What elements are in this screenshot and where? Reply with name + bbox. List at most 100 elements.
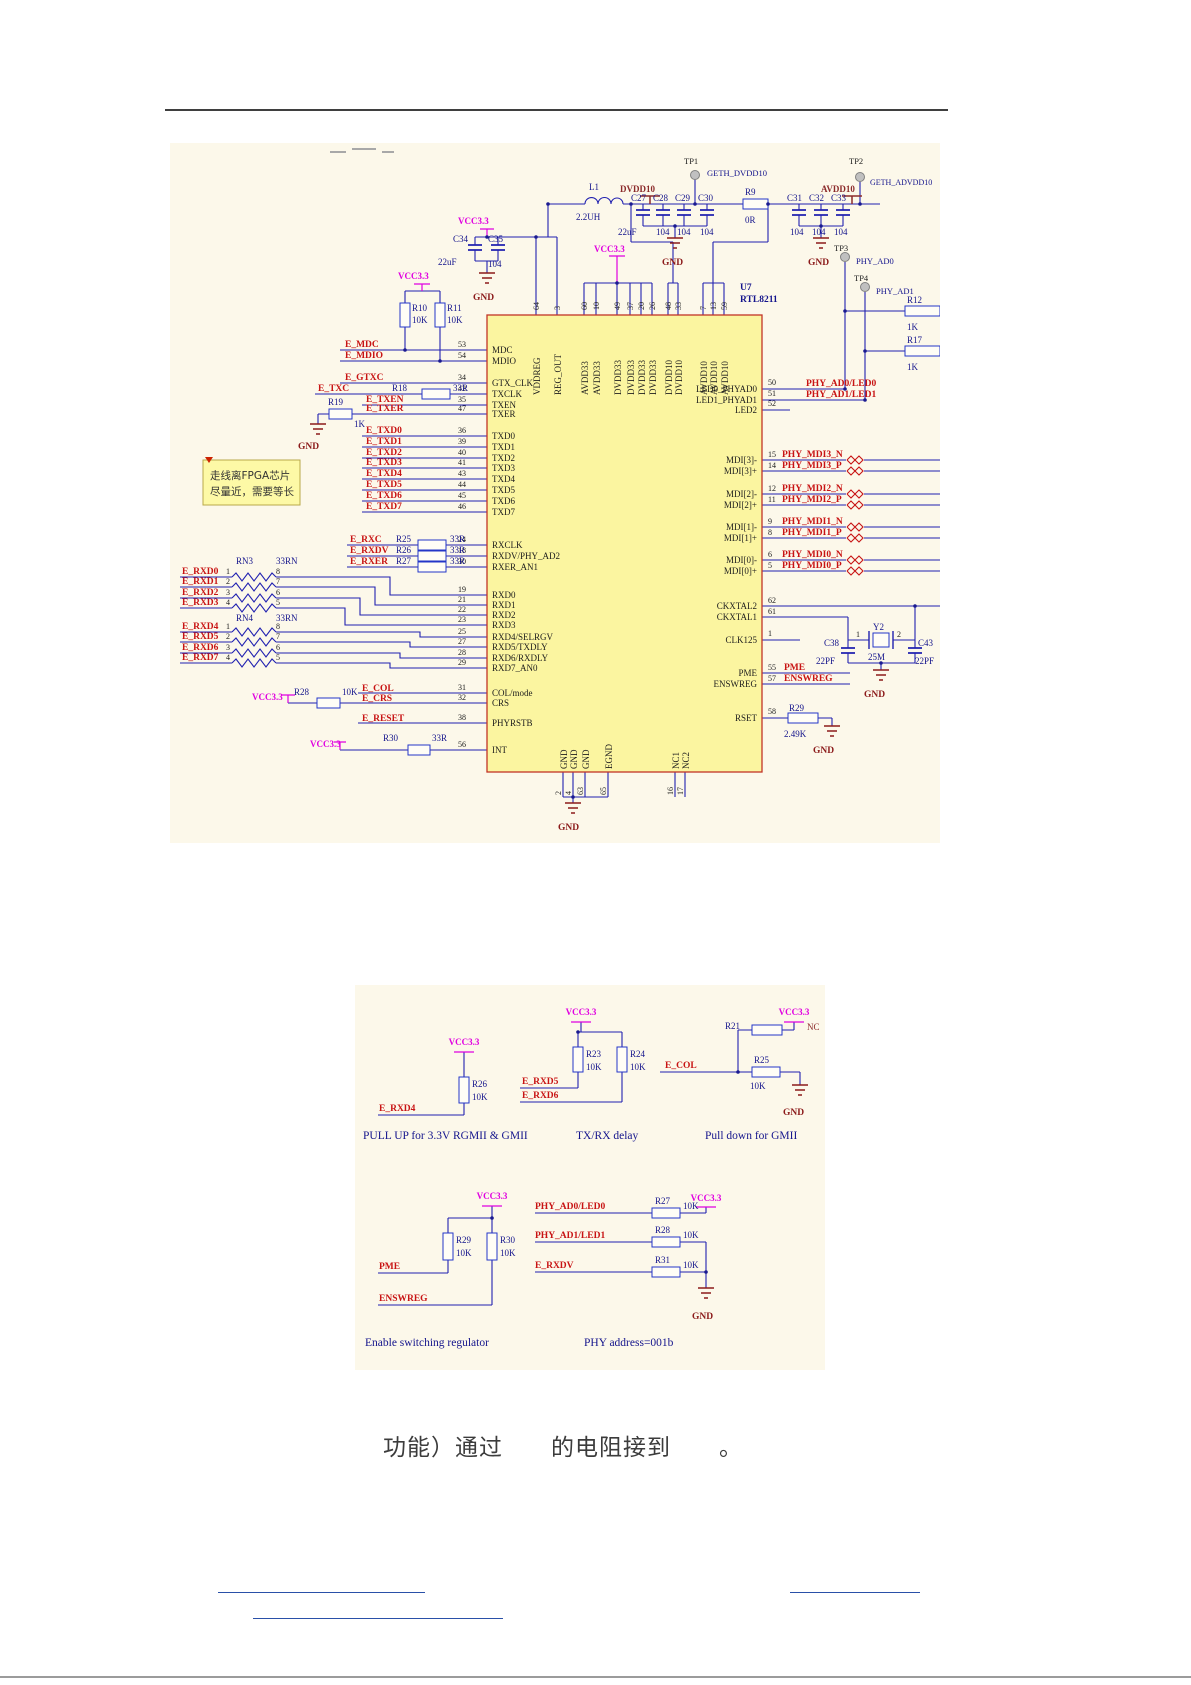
net-label: PME [784,663,805,673]
pin-number: 29 [458,658,466,667]
net-label: ENSWREG [379,1294,428,1304]
pin-name: MDI[1]+ [724,533,757,543]
component-ref: R26 [472,1079,488,1089]
net-label: E_RXC [350,535,382,545]
junction-dots [490,1030,740,1274]
pin-name: DVDD33 [648,360,658,395]
component-ref: 33R [432,733,447,743]
testpoint-label: TP2 [849,156,863,166]
pin-number: 31 [458,683,466,692]
component-ref: C32 [809,193,824,203]
component-ref: 10K [750,1081,766,1091]
pin-number: 39 [458,437,466,446]
pin-number: 48 [664,302,673,310]
component-ref: R27 [396,556,412,566]
pin-name: DVDD33 [637,360,647,395]
component-ref: 10K [456,1248,472,1258]
component-ref: C30 [698,193,714,203]
component-ref: R17 [907,335,923,345]
pin-name: PME [738,668,757,678]
pin-number: 47 [458,404,466,413]
top-rule [165,109,948,111]
net-label: E_RXD6 [182,643,219,653]
pin-number: 2 [554,791,563,795]
pin-number: 37 [626,302,635,310]
clipped-text-marks [330,148,394,153]
net-label: E_TXD2 [366,448,402,458]
pin-number: 57 [768,674,776,683]
pin-number: 4 [226,598,230,607]
signal-label: PHY_AD0 [856,256,894,266]
net-label: PHY_AD1/LED1 [806,390,876,400]
component-ref: C31 [787,193,802,203]
component-ref: R31 [655,1255,670,1265]
pin-number: 34 [458,373,466,382]
pin-number: 50 [768,378,776,387]
gnd-label: GND [808,258,829,268]
caption: Pull down for GMII [705,1130,797,1142]
net-label: E_RXD2 [182,588,219,598]
vcc-label: VCC3.3 [449,1037,480,1047]
pin-name: GND [581,749,591,769]
component-ref: C29 [675,193,691,203]
component-ref: C27 [631,193,647,203]
component-ref: C38 [824,638,840,648]
pin-name: MDI[1]- [726,522,757,532]
pin-number: 6 [768,550,772,559]
component-ref: 10K [472,1092,488,1102]
component-ref: 10K [412,315,428,325]
component-ref: 0R [745,215,756,225]
component-ref: 10K [500,1248,516,1258]
gnd-label: GND [813,746,834,756]
pin-name: RXER_AN1 [492,562,538,572]
testpoint-label: TP3 [834,243,848,253]
component-ref: 22uF [438,257,457,267]
component-ref: R29 [456,1235,472,1245]
net-label: E_RXD7 [182,653,219,663]
pin-name: COL/mode [492,688,533,698]
net-label: E_CRS [362,694,392,704]
pin-name: LED1_PHYAD1 [696,395,757,405]
net-label: E_RXDV [535,1261,574,1271]
net-label: E_RXD5 [522,1077,559,1087]
pin-name: ENSWREG [714,679,758,689]
pin-number: 1 [768,629,772,638]
power-net-label: DVDD10 [620,184,655,194]
pin-number: 24 [458,535,466,544]
wires [180,179,940,803]
component-ref: C28 [653,193,669,203]
vcc-label: VCC3.3 [252,692,283,702]
component-ref: 25M [868,652,885,662]
net-label: E_TXER [366,404,404,414]
vcc-label: VCC3.3 [477,1191,508,1201]
vcc-label: VCC3.3 [594,244,625,254]
pin-number: 52 [768,399,776,408]
chip-ref: U7 [740,283,752,293]
pin-name: DVDD10 [674,360,684,395]
pin-name: TXD6 [492,496,515,506]
component-ref: 33RN [276,613,298,623]
net-label: E_COL [362,684,394,694]
gnd-label: GND [692,1312,713,1322]
pin-number: 56 [458,740,466,749]
component-ref: R19 [328,397,344,407]
pin-name: TXD5 [492,485,515,495]
pin-number: 3 [553,306,562,310]
net-label: E_RXD3 [182,598,219,608]
net-label: PHY_MDI1_P [782,528,842,538]
pin-name: MDI[3]- [726,455,757,465]
component-ref: 104 [812,227,826,237]
pin-number: 64 [532,302,541,310]
vcc-label: VCC3.3 [691,1193,722,1203]
pin-name: RXDV/PHY_AD2 [492,551,560,561]
net-label: E_RESET [362,714,405,724]
pin-number: 21 [458,595,466,604]
pin-number: 10 [592,302,601,310]
gnd-label: GND [864,690,885,700]
component-ref: 10K [683,1201,699,1211]
pin-name: VDDREG [532,357,542,395]
net-label: E_TXD0 [366,426,402,436]
